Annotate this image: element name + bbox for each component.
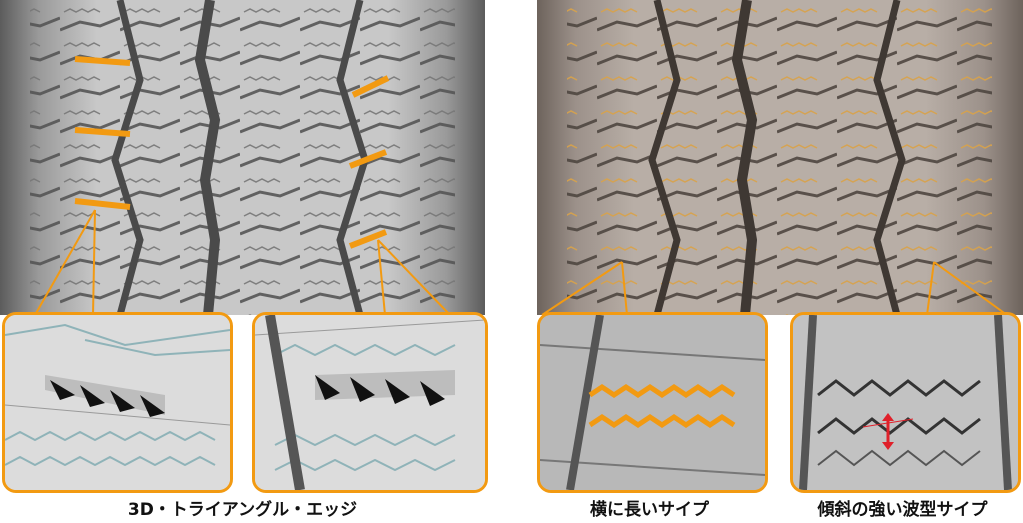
caption-steep-wave-sipe: 傾斜の強い波型サイプ <box>817 500 988 520</box>
left-orange-markers <box>74 56 390 249</box>
left-zoom-panel-1 <box>2 312 233 493</box>
left-tread-image <box>0 0 485 315</box>
caption-3d-triangle-edge: 3D・トライアングル・エッジ <box>127 500 358 520</box>
right-zoom-panel-2 <box>790 312 1021 493</box>
caption-long-horizontal-sipe: 横に長いサイプ <box>590 500 709 520</box>
red-angle-marker-icon <box>862 413 914 450</box>
right-zoom-panel-1 <box>537 312 768 493</box>
left-zoom-panel-2 <box>252 312 488 493</box>
right-tread-image <box>537 0 1023 315</box>
